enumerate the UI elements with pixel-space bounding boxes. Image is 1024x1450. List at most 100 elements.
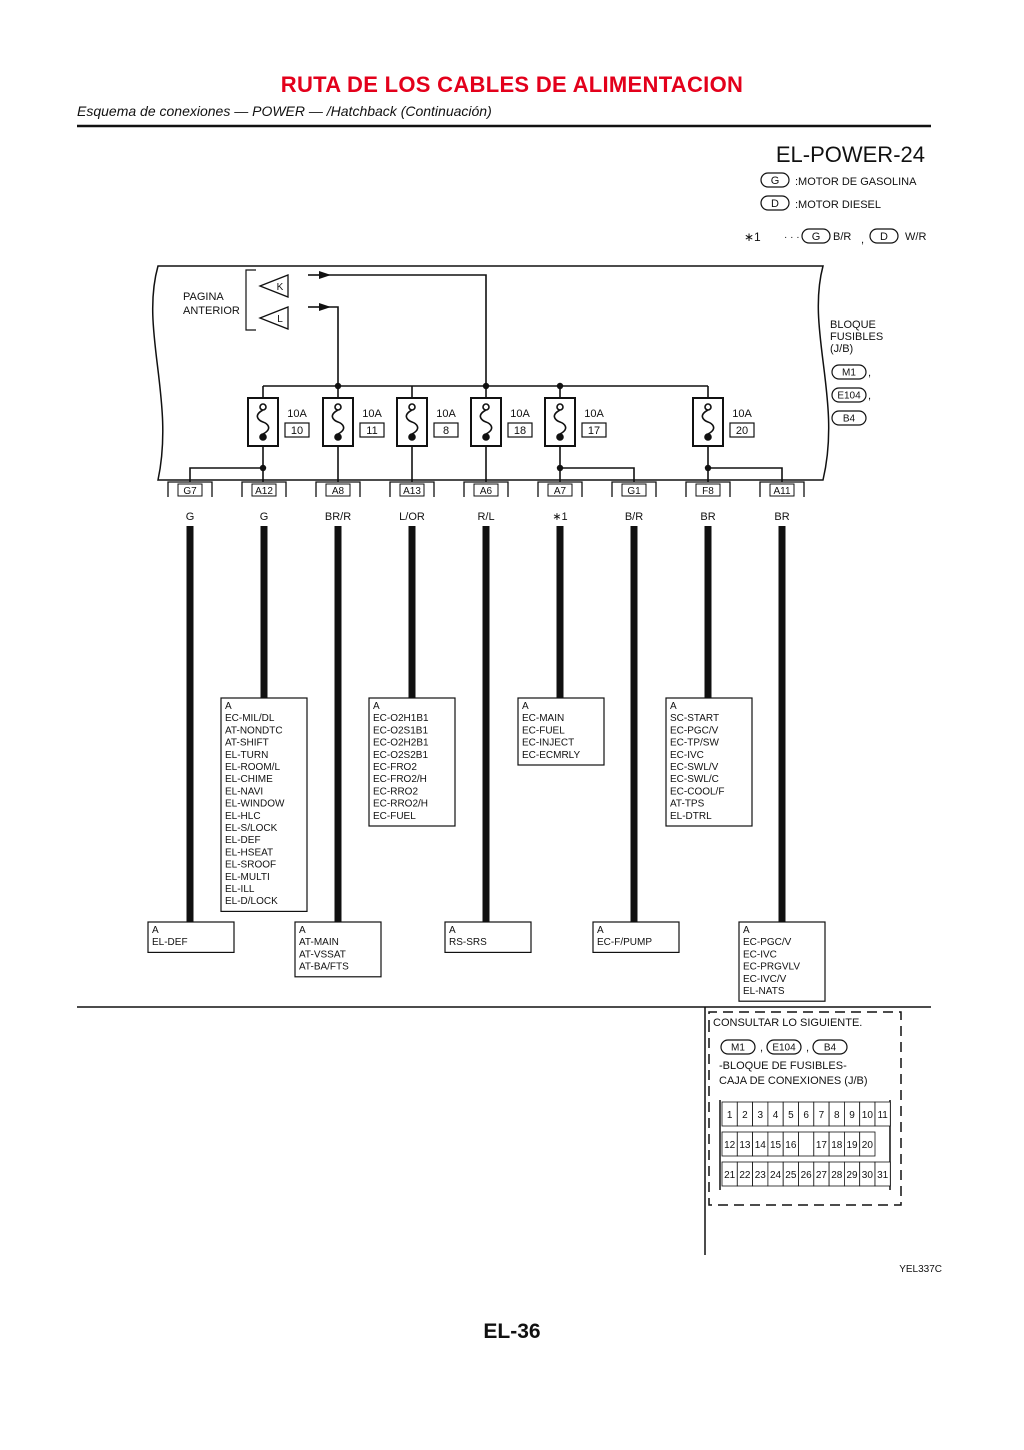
grid-cell-label-20: 20 — [862, 1140, 874, 1151]
grid-cell-label-12: 12 — [724, 1140, 736, 1151]
destination-box-upper-1-line-7: EC-RRO2 — [373, 786, 418, 797]
fuse-block-connector-E104-label: E104 — [837, 391, 861, 402]
flow-arrow-k-head — [319, 271, 331, 279]
terminal-A6-color: R/L — [477, 511, 494, 523]
destination-box-upper-3-line-0: A — [670, 701, 677, 712]
diagram-id: EL-POWER-24 — [776, 142, 925, 167]
destination-box-upper-1-line-6: EC-FRO2/H — [373, 774, 427, 785]
terminal-A11-color: BR — [774, 511, 789, 523]
legend-gasoline-badge-label: G — [771, 175, 780, 187]
reference-desc-2: CAJA DE CONEXIONES (J/B) — [719, 1075, 868, 1087]
flow-arrow-l-head — [319, 303, 331, 311]
destination-box-upper-2-line-1: EC-MAIN — [522, 713, 564, 724]
prev-page-connector-label-L: L — [277, 314, 283, 325]
terminal-A7-box — [547, 483, 573, 497]
prev-page-label-2: ANTERIOR — [183, 305, 240, 317]
legend-note-d-badge-label: D — [880, 231, 888, 243]
junction-top-3 — [556, 382, 564, 390]
junction-a12 — [259, 464, 267, 472]
destination-box-lower-1-line-2: AT-VSSAT — [299, 949, 346, 960]
destination-box-upper-0-line-0: A — [225, 701, 232, 712]
fuse-block-label-1: FUSIBLES — [830, 331, 883, 343]
prev-page-connector-L — [258, 306, 289, 330]
fuse-17-icon — [544, 397, 576, 447]
fuse-11-icon — [322, 397, 354, 447]
grid-cell-20 — [859, 1131, 876, 1157]
destination-box-upper-3-line-1: SC-START — [670, 713, 719, 724]
destination-box-upper-1-line-2: EC-O2S1B1 — [373, 725, 428, 736]
page-subtitle: Esquema de conexiones — POWER — /Hatchba… — [77, 103, 492, 119]
destination-box-upper-0-line-13: EL-SROOF — [225, 860, 276, 871]
destination-box-lower-0 — [147, 921, 235, 953]
grid-cell-label-2: 2 — [742, 1110, 748, 1121]
prev-page-label-1: PAGINA — [183, 291, 224, 303]
grid-cell-label-17: 17 — [816, 1140, 828, 1151]
page-title: RUTA DE LOS CABLES DE ALIMENTACION — [280, 72, 744, 97]
destination-box-lower-4-line-0: A — [743, 925, 750, 936]
figure-code: YEL337C — [899, 1264, 942, 1275]
destination-box-upper-3-line-6: EC-SWL/C — [670, 774, 719, 785]
fuse-10-amp: 10A — [287, 408, 307, 420]
junction-f8 — [704, 464, 712, 472]
terminal-A12-label: A12 — [255, 486, 273, 497]
fuse-block-connector-B4-label: B4 — [843, 414, 856, 425]
grid-cell-label-27: 27 — [816, 1170, 828, 1181]
wire-a7-g1 — [560, 467, 635, 482]
terminal-F8-box — [695, 483, 721, 497]
legend-note-g-color: B/R — [833, 231, 851, 243]
destination-box-lower-4-line-4: EC-IVC/V — [743, 974, 787, 985]
fuse-18-num: 18 — [514, 425, 526, 437]
reference-connector-E104-label: E104 — [772, 1043, 796, 1054]
grid-cell-label-8: 8 — [834, 1110, 840, 1121]
grid-cell-31 — [874, 1161, 891, 1187]
destination-box-lower-1-line-3: AT-BA/FTS — [299, 962, 349, 973]
destination-box-upper-2-line-3: EC-INJECT — [522, 738, 574, 749]
destination-box-upper-2 — [517, 697, 605, 766]
fuse-17-num-box — [581, 422, 607, 438]
destination-box-upper-0-line-12: EL-HSEAT — [225, 847, 273, 858]
destination-box-upper-0-line-11: EL-DEF — [225, 835, 261, 846]
terminal-G7-label: G7 — [183, 486, 197, 497]
grid-cell-label-5: 5 — [788, 1110, 794, 1121]
legend-gasoline-badge — [760, 172, 790, 188]
fuse-20-num-box — [729, 422, 755, 438]
fuse-8-num-box — [433, 422, 459, 438]
destination-box-lower-4-line-5: EL-NATS — [743, 986, 785, 997]
legend-note-sep: , — [861, 234, 864, 246]
destination-box-upper-1-line-5: EC-FRO2 — [373, 762, 417, 773]
fuse-block-connector-M1-label: M1 — [842, 368, 856, 379]
legend-note-marker: ∗1 — [744, 230, 761, 244]
destination-box-lower-2-line-1: RS-SRS — [449, 937, 487, 948]
fuse-11-num: 11 — [366, 425, 377, 437]
grid-cell-label-23: 23 — [755, 1170, 767, 1181]
fuse-8-icon — [396, 397, 428, 447]
terminal-G1-box — [621, 483, 647, 497]
fuse-block-label-2: (J/B) — [830, 343, 853, 355]
destination-box-upper-3-line-4: EC-IVC — [670, 750, 704, 761]
grid-cell-label-28: 28 — [831, 1170, 843, 1181]
reference-panel — [708, 1011, 902, 1206]
fuse-10-num-box — [284, 422, 310, 438]
destination-box-lower-2 — [444, 921, 532, 953]
wire-from-k — [326, 274, 487, 386]
fuse-10-icon — [247, 397, 279, 447]
grid-cell-label-26: 26 — [801, 1170, 813, 1181]
fuse-18-icon — [470, 397, 502, 447]
destination-box-upper-1-line-1: EC-O2H1B1 — [373, 713, 429, 724]
destination-box-upper-2-line-4: EC-ECMRLY — [522, 750, 580, 761]
legend-gasoline-label: :MOTOR DE GASOLINA — [795, 176, 917, 188]
fuse-20-amp: 10A — [732, 408, 752, 420]
destination-box-upper-3-line-3: EC-TP/SW — [670, 738, 719, 749]
destination-box-upper-0-line-15: EL-ILL — [225, 884, 255, 895]
fuse-11-amp: 10A — [362, 408, 382, 420]
fuse-8-amp: 10A — [436, 408, 456, 420]
grid-cell-label-3: 3 — [757, 1110, 763, 1121]
grid-cell-label-14: 14 — [755, 1140, 767, 1151]
fuse-11-num-box — [359, 422, 385, 438]
terminal-A7-color: ∗1 — [552, 511, 567, 523]
grid-cell-label-25: 25 — [785, 1170, 797, 1181]
grid-cell-label-10: 10 — [862, 1110, 874, 1121]
terminal-A11-label: A11 — [773, 486, 790, 497]
